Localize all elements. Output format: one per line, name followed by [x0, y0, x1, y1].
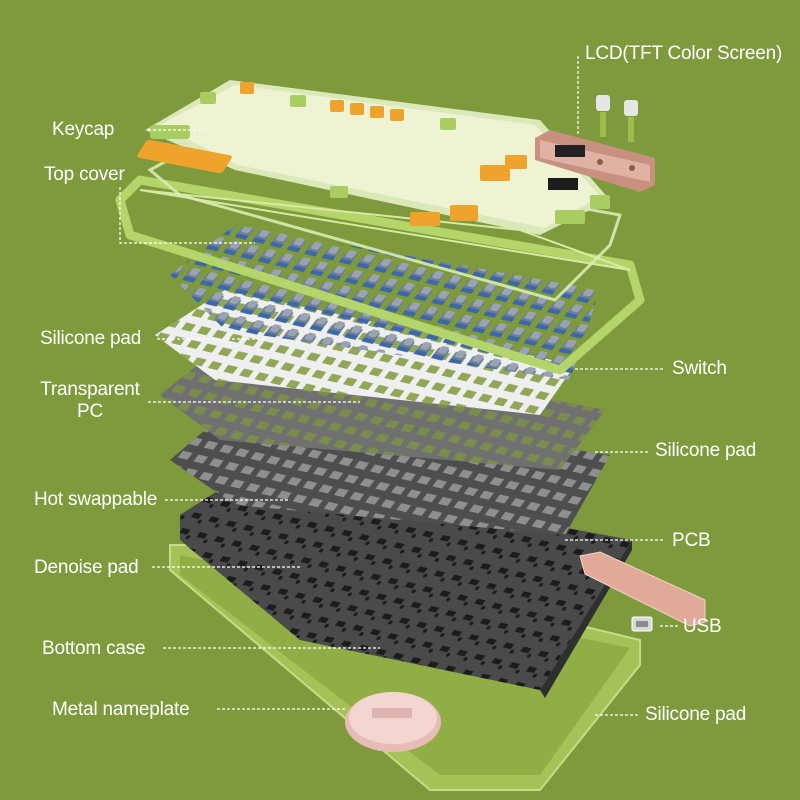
label-hot-swappable: Hot swappable [34, 489, 158, 510]
label-pcb: PCB [672, 530, 711, 551]
label-usb: USB [683, 616, 722, 637]
label-denoise-pad: Denoise pad [34, 557, 139, 578]
lcd-cable [579, 551, 706, 627]
label-top-cover: Top cover [44, 164, 125, 185]
usb-module [631, 616, 653, 632]
label-bottom-case: Bottom case [42, 638, 146, 659]
green-keycaps [150, 92, 610, 224]
keycap-set [137, 80, 610, 235]
label-silicone-pad-bottom: Silicone pad [645, 704, 747, 725]
orange-keycaps [137, 82, 527, 226]
metal-nameplate [345, 692, 441, 752]
label-switch: Switch [672, 358, 727, 379]
label-keycap: Keycap [52, 119, 115, 140]
label-transparent-pc-line2: PC [77, 401, 103, 422]
knob-caps [596, 95, 638, 142]
label-silicone-pad-right: Silicone pad [655, 440, 757, 461]
lcd-module [535, 95, 655, 192]
label-lcd: LCD(TFT Color Screen) [585, 43, 783, 64]
label-transparent-pc: Transparent PC [32, 379, 148, 423]
switch-array [170, 225, 600, 380]
leader-lines [119, 56, 678, 716]
label-silicone-pad-left: Silicone pad [40, 328, 142, 349]
label-transparent-pc-line1: Transparent [40, 379, 140, 400]
label-metal-nameplate: Metal nameplate [52, 699, 190, 720]
